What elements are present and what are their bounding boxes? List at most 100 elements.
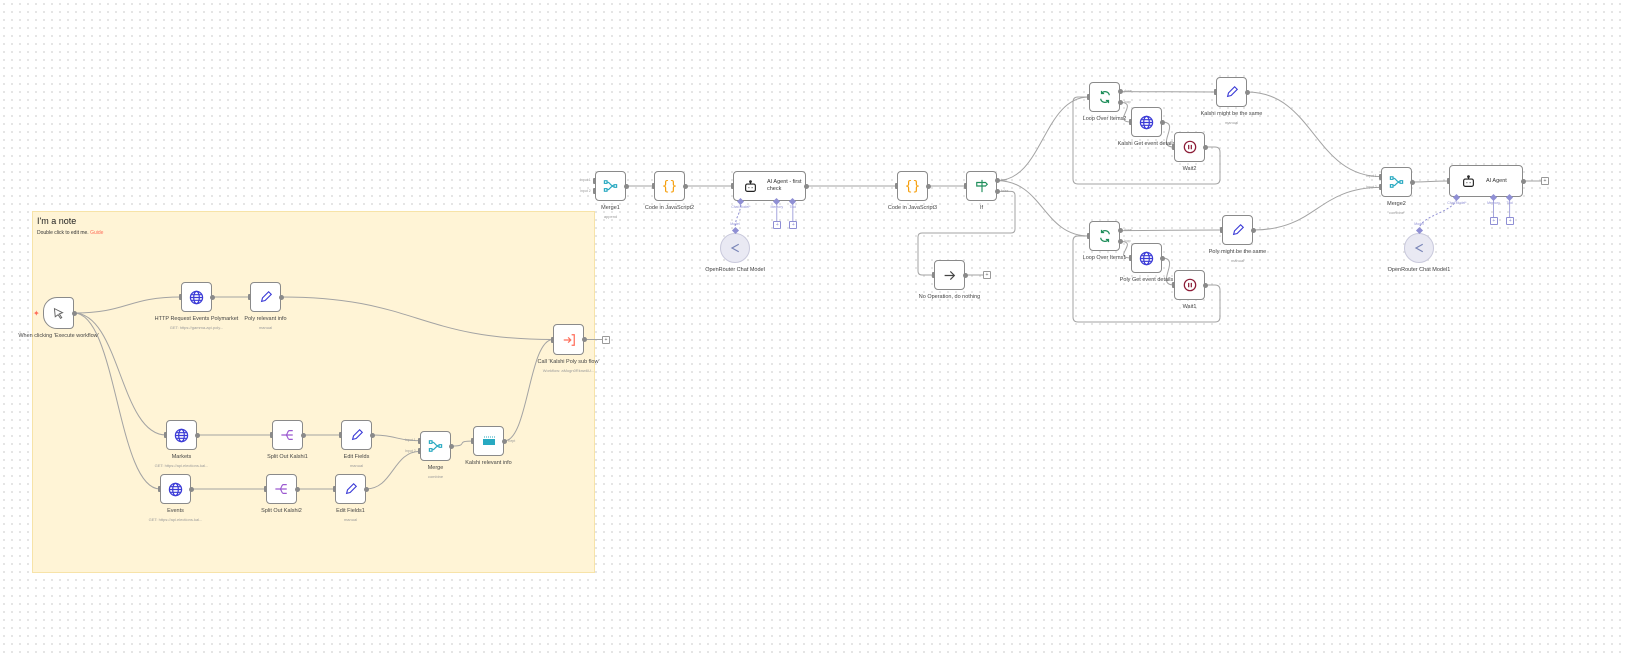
output-handle[interactable]: [581, 337, 587, 342]
output-handle[interactable]: [294, 486, 300, 492]
output-handle[interactable]: [363, 486, 369, 492]
connection-poly_info-to-call_sub[interactable]: [280, 296, 554, 340]
output-handle[interactable]: [994, 178, 1000, 184]
output-handle[interactable]: [1117, 99, 1123, 105]
output-handle[interactable]: [994, 188, 1000, 194]
connection-edit1-to-merge[interactable]: [371, 434, 421, 442]
input-handle[interactable]: [270, 432, 273, 438]
connection-if-to-noop[interactable]: [917, 190, 1016, 276]
node-kalshi-get[interactable]: [1131, 107, 1162, 137]
input-handle[interactable]: [1447, 178, 1450, 184]
connection-loop1-to-poly_same[interactable]: [1119, 229, 1223, 232]
output-handle[interactable]: [1520, 178, 1526, 184]
node-split1[interactable]: [272, 420, 303, 450]
connection-merge-to-kalshi_info[interactable]: [450, 440, 474, 447]
connection-trigger-to-markets[interactable]: [73, 312, 167, 436]
input-handle[interactable]: [1087, 94, 1090, 100]
input-handle[interactable]: [1379, 184, 1382, 191]
add-tool-button[interactable]: +: [1506, 217, 1515, 225]
add-node-button[interactable]: +: [602, 335, 610, 344]
input-handle[interactable]: [418, 448, 421, 455]
output-handle[interactable]: [1250, 227, 1256, 233]
node-call-sub[interactable]: [553, 324, 584, 355]
input-handle[interactable]: [551, 336, 554, 343]
connection-if-to-loop2[interactable]: [996, 96, 1090, 182]
input-handle[interactable]: [652, 183, 655, 189]
node-edit2[interactable]: [335, 474, 366, 504]
node-poly-same[interactable]: [1222, 215, 1253, 245]
node-agent2[interactable]: AI Agent: [1449, 165, 1523, 197]
input-handle[interactable]: [164, 432, 167, 438]
connection-poly_same-to-merge2[interactable]: [1252, 186, 1382, 231]
add-tool-button[interactable]: +: [789, 221, 798, 229]
connection-edit2-to-merge[interactable]: [365, 450, 421, 490]
output-handle[interactable]: [682, 183, 688, 189]
output-handle[interactable]: [1159, 119, 1165, 125]
ai-model-connection[interactable]: [1418, 196, 1458, 231]
input-handle[interactable]: [339, 432, 342, 438]
node-kalshi-same[interactable]: [1216, 77, 1247, 107]
input-handle[interactable]: [333, 486, 336, 492]
node-merge2[interactable]: [1381, 167, 1412, 197]
connection-wait2-to-loop2[interactable]: [1072, 96, 1221, 185]
node-merge1[interactable]: [595, 171, 626, 201]
node-noop[interactable]: [934, 260, 965, 290]
node-loop2[interactable]: [1089, 82, 1120, 112]
input-handle[interactable]: [1379, 173, 1382, 180]
connection-trigger-to-events[interactable]: [73, 312, 161, 490]
output-handle[interactable]: [194, 432, 200, 438]
output-handle[interactable]: [300, 432, 306, 438]
node-split2[interactable]: [266, 474, 297, 504]
output-handle[interactable]: [1202, 282, 1208, 288]
output-handle[interactable]: [1244, 89, 1250, 95]
input-handle[interactable]: [932, 272, 935, 278]
node-wait1[interactable]: [1174, 270, 1205, 300]
input-handle[interactable]: [471, 438, 474, 444]
input-handle[interactable]: [1129, 255, 1132, 261]
add-memory-button[interactable]: +: [773, 221, 782, 229]
input-handle[interactable]: [1214, 89, 1217, 95]
node-http-poly[interactable]: [181, 282, 212, 312]
node-markets[interactable]: [166, 420, 197, 450]
sticky-note[interactable]: I'm a note Double click to edit me. Guid…: [32, 211, 595, 573]
input-handle[interactable]: [248, 294, 251, 300]
node-poly-info[interactable]: [250, 282, 281, 312]
output-handle[interactable]: [1117, 228, 1123, 234]
input-handle[interactable]: [964, 183, 967, 189]
output-handle[interactable]: [803, 183, 809, 189]
node-agent1[interactable]: AI Agent - first check: [733, 171, 806, 201]
output-handle[interactable]: [501, 438, 507, 444]
input-handle[interactable]: [1172, 282, 1175, 288]
output-handle[interactable]: [1117, 238, 1123, 244]
note-guide-link[interactable]: Guide: [90, 230, 104, 236]
output-handle[interactable]: [1202, 144, 1208, 150]
output-handle[interactable]: [188, 486, 194, 492]
connection-kalshi_get-to-wait2[interactable]: [1161, 121, 1175, 148]
connection-kalshi_info-to-call_sub[interactable]: [503, 339, 554, 442]
output-handle[interactable]: [623, 183, 629, 189]
connection-kalshi_same-to-merge2[interactable]: [1246, 91, 1382, 178]
node-loop1[interactable]: [1089, 221, 1120, 251]
connection-if-to-loop1[interactable]: [996, 180, 1090, 237]
output-handle[interactable]: [369, 432, 375, 438]
output-handle[interactable]: [71, 310, 77, 316]
add-memory-button[interactable]: +: [1489, 217, 1498, 225]
node-wait2[interactable]: [1174, 132, 1205, 162]
node-if[interactable]: [966, 171, 997, 201]
node-code3[interactable]: {}: [897, 171, 928, 201]
connection-poly_get-to-wait1[interactable]: [1161, 257, 1175, 286]
add-node-button[interactable]: +: [983, 271, 991, 279]
node-trigger[interactable]: [43, 297, 74, 329]
node-orm1[interactable]: [1404, 233, 1434, 263]
node-orm[interactable]: [720, 233, 750, 263]
connection-loop2-to-kalshi_get[interactable]: [1119, 101, 1132, 123]
connection-trigger-to-http_poly[interactable]: [73, 296, 182, 314]
input-handle[interactable]: [418, 437, 421, 444]
output-handle[interactable]: [1117, 89, 1123, 95]
input-handle[interactable]: [1172, 144, 1175, 150]
connection-merge2-to-agent2[interactable]: [1411, 180, 1450, 183]
connection-loop1-to-poly_get[interactable]: [1119, 240, 1132, 259]
output-handle[interactable]: [1409, 179, 1415, 185]
output-handle[interactable]: [962, 272, 968, 278]
